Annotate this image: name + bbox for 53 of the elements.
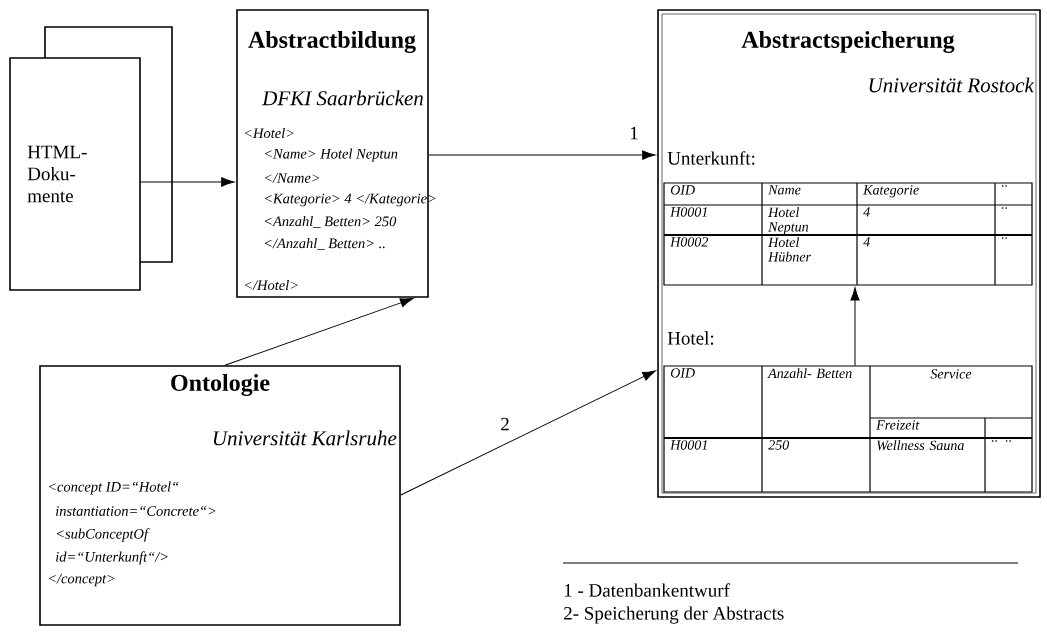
table-entry: 250 <box>768 440 790 450</box>
table-entry: Freizeit <box>876 420 920 430</box>
code-line: id=“Unterkunft“/> <box>56 551 168 565</box>
table-heading: Unterkunft: <box>667 151 755 165</box>
legend-entry: 1 - Datenbankentwurf <box>564 583 730 597</box>
code-line: <Name> Hotel Neptun <box>264 148 398 162</box>
table-entry: .. <box>1001 185 1007 187</box>
document-label: HTML- Doku- mente <box>27 145 87 203</box>
table-entry: Hotel Neptun <box>768 207 809 235</box>
table-entry: H0001 <box>670 207 707 217</box>
table-entry: Kategorie <box>863 185 919 198</box>
code-line: </Name> <box>264 173 320 183</box>
legend-entry: 2- Speicherung der Abstracts <box>564 606 784 624</box>
code-line: <subConceptOf <box>56 528 150 542</box>
table-entry: Anzahl- Betten <box>767 368 852 379</box>
table-entry: Name <box>768 185 801 195</box>
table-entry: Hotel Hübner <box>768 237 811 262</box>
data-table <box>663 182 1033 286</box>
table-entry: .. <box>1001 207 1007 209</box>
institution-label: Universität Rostock <box>869 77 1035 93</box>
table-entry: Wellness Sauna <box>877 440 964 451</box>
table-entry: H0002 <box>670 237 708 247</box>
institution-label: Universität Karlsruhe <box>213 430 397 446</box>
table-entry: 4 <box>863 237 870 247</box>
table-heading: Hotel: <box>667 331 714 345</box>
code-line: <concept ID=“Hotel“ <box>48 481 179 495</box>
box-title: Ontologie <box>171 374 270 396</box>
box-title: Abstractspeicherung <box>741 31 955 53</box>
code-line: </Anzahl_ Betten> .. <box>264 238 385 250</box>
table-entry: 4 <box>863 207 870 217</box>
edge-label: 2 <box>499 416 511 432</box>
document-stack-drawing <box>9 26 173 291</box>
arrow <box>224 298 414 366</box>
table-entry: Service <box>930 369 972 379</box>
code-line: </concept> <box>48 573 115 587</box>
arrow <box>428 150 656 160</box>
arrow <box>850 287 860 366</box>
data-table <box>663 365 1033 493</box>
process-box <box>39 365 401 626</box>
code-line: </Hotel> <box>244 279 298 291</box>
edge-label: 1 <box>628 125 640 141</box>
table-entry: OID <box>670 185 695 195</box>
table-entry: .. .. <box>991 440 1011 442</box>
institution-label: DFKI Saarbrücken <box>262 90 423 106</box>
code-line: <Hotel> <box>244 127 294 139</box>
box-title: Abstractbildung <box>248 31 416 53</box>
code-line: instantiation=“Concrete“> <box>56 506 216 516</box>
table-entry: OID <box>670 368 695 378</box>
code-line: <Anzahl_ Betten> 250 <box>264 216 397 228</box>
table-entry: H0001 <box>670 440 707 450</box>
arrow <box>400 370 656 496</box>
table-entry: .. <box>1001 237 1007 239</box>
arrow <box>140 177 235 187</box>
